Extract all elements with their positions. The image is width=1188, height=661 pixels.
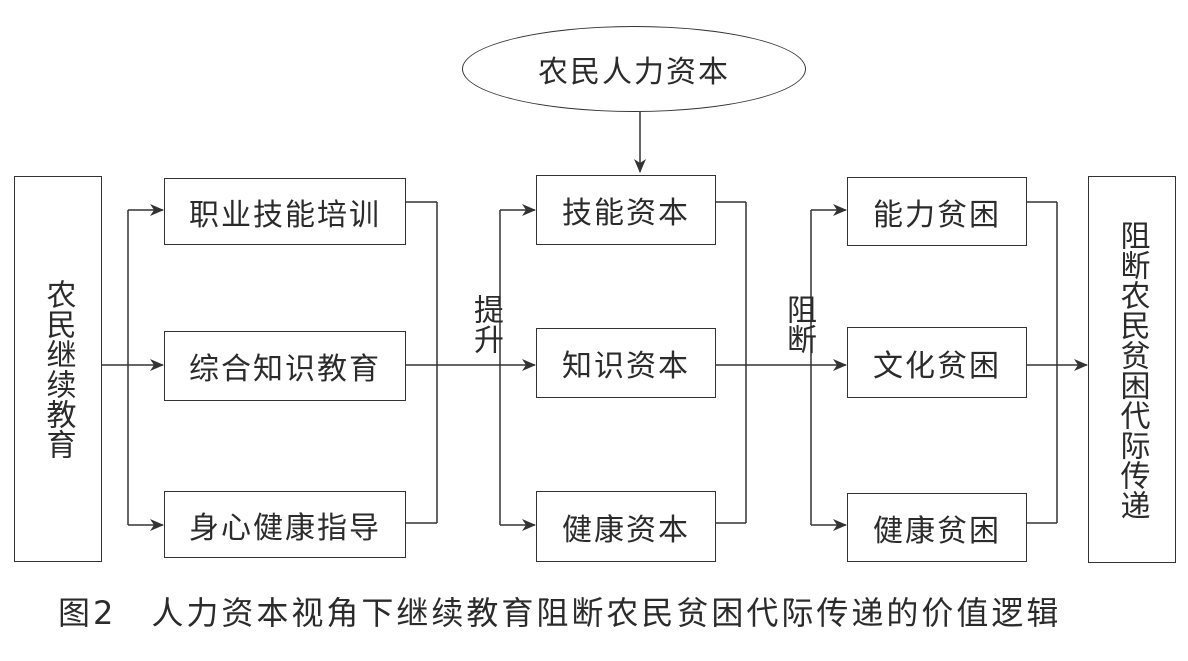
knowledge-capital-label: 知识资本 [562, 349, 690, 384]
health-capital-node: 健康资本 [536, 491, 716, 562]
block-transmission-label: 阻断农民贫困代际传递 [1114, 219, 1150, 520]
skill-capital-label: 技能资本 [562, 196, 690, 231]
vocational-training-label: 职业技能培训 [189, 197, 381, 233]
skill-capital-node: 技能资本 [536, 175, 716, 245]
figure-caption: 图2 人力资本视角下继续教育阻断农民贫困代际传递的价值逻辑 [58, 594, 1062, 632]
knowledge-capital-node: 知识资本 [536, 328, 716, 398]
continuing-education-node: 农民继续教育 [14, 176, 102, 562]
human-capital-node: 农民人力资本 [462, 26, 806, 112]
general-knowledge-label: 综合知识教育 [189, 352, 381, 387]
health-guidance-node: 身心健康指导 [164, 491, 406, 558]
health-poverty-label: 健康贫困 [873, 513, 1001, 549]
health-poverty-node: 健康贫困 [847, 493, 1027, 562]
vocational-training-node: 职业技能培训 [164, 178, 406, 245]
general-knowledge-node: 综合知识教育 [164, 331, 406, 401]
cultural-poverty-node: 文化贫困 [847, 327, 1027, 398]
ability-poverty-label: 能力贫困 [873, 197, 1001, 233]
ability-poverty-node: 能力贫困 [847, 177, 1027, 246]
health-capital-label: 健康资本 [562, 512, 690, 548]
block-label: 阻断 [781, 294, 816, 354]
human-capital-label: 农民人力资本 [538, 55, 730, 90]
lift-label: 提升 [468, 294, 503, 354]
block-transmission-node: 阻断农民贫困代际传递 [1088, 176, 1176, 563]
cultural-poverty-label: 文化贫困 [873, 348, 1001, 384]
continuing-education-label: 农民继续教育 [40, 279, 76, 459]
health-guidance-label: 身心健康指导 [189, 510, 381, 546]
